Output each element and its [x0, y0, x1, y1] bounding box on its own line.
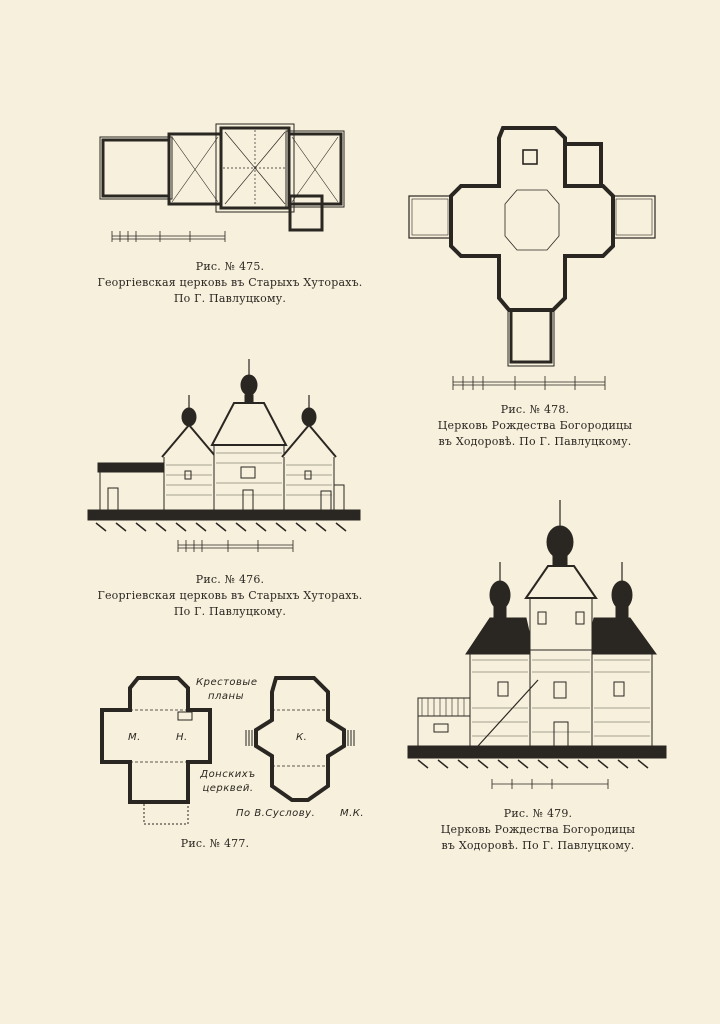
caption-478-number: Рис. № 478.	[500, 403, 570, 416]
caption-477-number: Рис. № 477.	[180, 837, 250, 850]
room-label-k: К.	[296, 732, 308, 743]
caption-478-line-1: Церковь Рождества Богородицы	[437, 419, 633, 432]
caption-476-line-2: По Г. Павлуцкому.	[173, 605, 287, 618]
caption-479-line-2: въ Ходоровѣ. По Г. Павлуцкому.	[441, 839, 635, 852]
figure-478-plan	[405, 120, 665, 395]
caption-479-number: Рис. № 479.	[503, 807, 573, 820]
caption-476: Рис. № 476. Георгіевская церковь въ Стар…	[80, 572, 380, 620]
room-label-m: М.	[128, 732, 141, 743]
plan-477-subtitle-line-2: церквей.	[202, 783, 254, 794]
caption-475-number: Рис. № 475.	[195, 260, 265, 273]
figure-476-elevation	[87, 355, 363, 560]
plan-477-title-line-1: Крестовые	[196, 677, 258, 688]
caption-475-line-1: Георгіевская церковь въ Старыхъ Хуторахъ…	[97, 276, 363, 289]
caption-478-line-2: въ Ходоровѣ. По Г. Павлуцкому.	[438, 435, 632, 448]
figure-475-plan	[99, 122, 360, 247]
plan-477-initials: М.К.	[340, 808, 365, 819]
plan-477-title-line-2: планы	[208, 691, 244, 702]
caption-476-line-1: Георгіевская церковь въ Старыхъ Хуторахъ…	[97, 589, 363, 602]
caption-475: Рис. № 475. Георгіевская церковь въ Стар…	[80, 259, 380, 307]
plan-477-source: По В.Суслову.	[236, 808, 316, 819]
caption-477: Рис. № 477.	[130, 836, 300, 852]
figure-479-elevation	[407, 500, 670, 795]
plan-477-subtitle-line-1: Донскихъ	[200, 769, 256, 780]
plan-477-title: Крестовые планы	[196, 676, 258, 704]
caption-478: Рис. № 478. Церковь Рождества Богородицы…	[385, 402, 685, 450]
caption-479: Рис. № 479. Церковь Рождества Богородицы…	[388, 806, 688, 854]
figure-477-plans: М. Н. К.	[96, 672, 366, 827]
caption-476-number: Рис. № 476.	[195, 573, 265, 586]
caption-479-line-1: Церковь Рождества Богородицы	[440, 823, 636, 836]
room-label-n: Н.	[176, 732, 188, 743]
caption-475-line-2: По Г. Павлуцкому.	[173, 292, 287, 305]
plan-477-subtitle: Донскихъ церквей.	[196, 768, 260, 796]
